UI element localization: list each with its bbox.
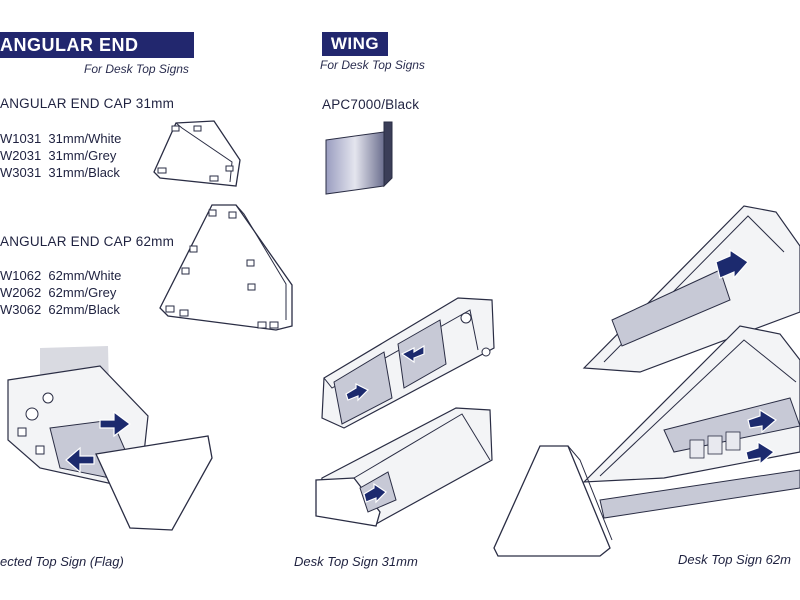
end-cap-31mm-illustration [153, 120, 241, 187]
wing-illustration [325, 121, 393, 195]
end-cap-62mm-item: W2062 62mm/Grey [0, 285, 117, 300]
desk-sign-31mm-caption: Desk Top Sign 31mm [294, 554, 418, 569]
desk-sign-31mm-exploded-illustration [321, 297, 495, 429]
angular-end-caps-banner: ANGULAR END CAPS [0, 32, 194, 81]
end-cap-31mm-item: W2031 31mm/Grey [0, 148, 117, 163]
end-cap-31mm-heading: ANGULAR END CAP 31mm [0, 96, 175, 111]
end-cap-62mm-illustration [159, 204, 293, 331]
angular-end-caps-subtitle: For Desk Top Signs [84, 62, 189, 76]
wing-title: WING [330, 34, 380, 53]
wing-subtitle: For Desk Top Signs [320, 58, 425, 72]
end-cap-31mm-item: W3031 31mm/Black [0, 165, 120, 180]
desk-sign-31mm-assembled-illustration [315, 407, 493, 527]
wing-product-code: APC7000/Black [322, 97, 420, 112]
end-cap-31mm-item: W1031 31mm/White [0, 131, 122, 146]
end-cap-62mm-heading: ANGULAR END CAP 62mm [0, 234, 175, 249]
end-cap-62mm-item: W3062 62mm/Black [0, 302, 120, 317]
desk-sign-62mm-middle-illustration [582, 325, 800, 519]
end-cap-62mm-large-illustration [493, 445, 613, 557]
angular-end-caps-title: ANGULAR END CAPS [0, 35, 139, 81]
wing-banner: WING [322, 32, 388, 56]
flag-sign-illustration [7, 346, 213, 531]
flag-sign-caption: ected Top Sign (Flag) [0, 554, 124, 569]
desk-sign-62mm-caption: Desk Top Sign 62m [678, 552, 791, 567]
end-cap-62mm-item: W1062 62mm/White [0, 268, 122, 283]
